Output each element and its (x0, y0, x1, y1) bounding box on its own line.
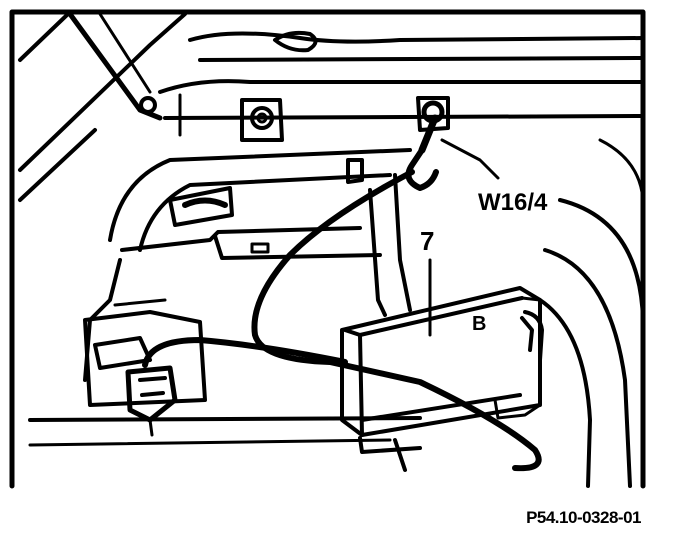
reservoir-block (28, 298, 422, 472)
sensor-lead (142, 114, 542, 472)
leader-line-connector (440, 138, 500, 180)
hood-panel (18, 11, 187, 202)
control-module (340, 286, 544, 454)
wheel-housing (538, 138, 645, 488)
mount-bracket-left (240, 98, 284, 142)
cable-clip (125, 365, 178, 437)
firewall-rails (158, 30, 645, 137)
connector-label: W16/4 (478, 189, 548, 216)
engine-bay-panel (83, 148, 412, 382)
figure-caption: P54.10-0328-01 (526, 508, 641, 527)
component-letter-label: B (472, 313, 486, 335)
frame-border (9, 9, 646, 489)
component-number-label: 7 (420, 226, 434, 256)
